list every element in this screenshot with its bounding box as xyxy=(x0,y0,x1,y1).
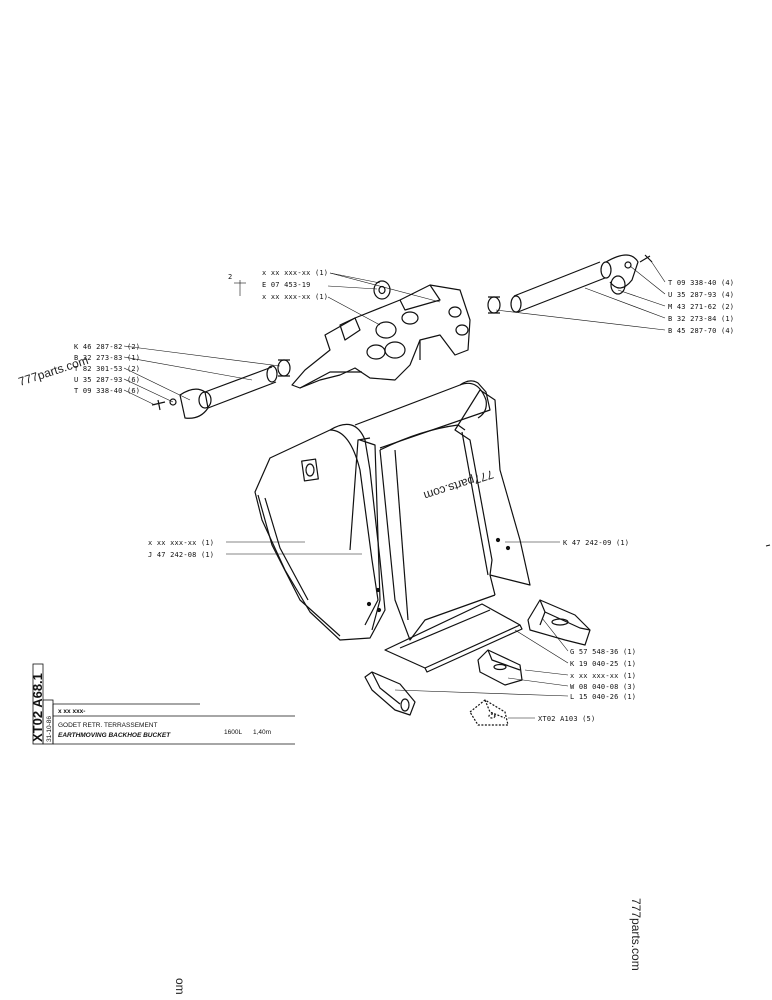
bucket-link-bracket xyxy=(291,284,471,389)
title-part-ref: x xx xxx- xyxy=(58,708,85,715)
watermark-fragment: om xyxy=(173,978,187,995)
callout-18: K 19 040-25 (1) xyxy=(570,660,636,668)
title-name-en: EARTHMOVING BACKHOE BUCKET xyxy=(58,732,171,739)
callout-5: U 35 287-93 (4) xyxy=(668,291,734,299)
left-pin-assembly xyxy=(151,359,291,419)
callout-7: B 32 273-84 (1) xyxy=(668,315,734,323)
callout-10: B 32 273-83 (1) xyxy=(74,354,140,362)
callout-4: T 09 338-40 (4) xyxy=(668,279,734,287)
quantity-marker: 2 xyxy=(228,273,232,281)
side-cutter xyxy=(527,599,591,646)
pin-washer xyxy=(373,280,391,300)
tooth-adapter xyxy=(477,649,523,686)
callout-16: K 47 242-09 (1) xyxy=(563,539,629,547)
bucket-body xyxy=(254,380,531,641)
callout-20: W 08 040-08 (3) xyxy=(570,683,636,691)
watermark-bottom-right: 777parts.com xyxy=(629,898,643,971)
title-name-fr: GODET RETR. TERRASSEMENT xyxy=(58,722,157,729)
callout-2: E 07 453-19 xyxy=(262,281,311,289)
callout-8: B 45 287-70 (4) xyxy=(668,327,734,335)
callout-22: XT02 A103 (5) xyxy=(538,715,595,723)
callout-1: x xx xxx-xx (1) xyxy=(262,269,328,277)
title-date: 31-10-86 xyxy=(46,716,53,742)
callout-15: J 47 242-08 (1) xyxy=(148,551,214,559)
callout-17: G 57 548-36 (1) xyxy=(570,648,636,656)
leader-lines xyxy=(123,260,666,719)
callout-21: L 15 040-26 (1) xyxy=(570,693,636,701)
callout-11: T 82 301-53 (2) xyxy=(74,365,140,373)
title-width: 1,40m xyxy=(253,729,271,736)
callout-14: x xx xxx-xx (1) xyxy=(148,539,214,547)
bucket-teeth xyxy=(469,699,509,726)
callout-19: x xx xxx-xx (1) xyxy=(570,672,636,680)
callout-6: M 43 271-62 (2) xyxy=(668,303,734,311)
title-capacity: 1600L xyxy=(224,729,242,736)
watermark-center: 777parts.com xyxy=(422,467,495,503)
title-block: XT02 A68.1 31-10-86 x xx xxx- GODET RETR… xyxy=(30,663,295,745)
stray-mark xyxy=(765,544,771,547)
title-code: XT02 A68.1 xyxy=(30,673,45,742)
lower-side-cutter xyxy=(364,671,416,716)
cutting-edge-blade xyxy=(384,603,523,673)
callout-12: U 35 287-93 (6) xyxy=(74,376,140,384)
callout-3: x xx xxx-xx (1) xyxy=(262,293,328,301)
callout-9: K 46 287-82 (2) xyxy=(74,343,140,351)
callout-labels: x xx xxx-xx (1) E 07 453-19 x xx xxx-xx … xyxy=(74,269,734,723)
callout-13: T 09 338-40 (6) xyxy=(74,387,140,395)
right-pin-assembly xyxy=(487,254,653,314)
